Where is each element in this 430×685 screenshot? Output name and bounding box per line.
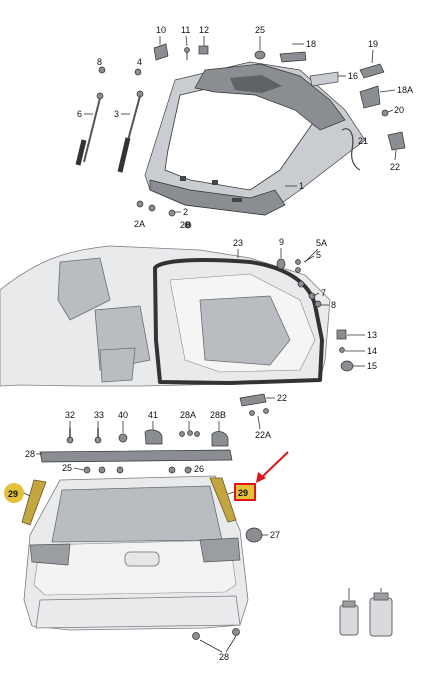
label-10: 10 <box>156 25 166 35</box>
label-5a: 5A <box>316 238 327 248</box>
labels-row: 32 33 40 41 28A 28B 28 25 26 <box>25 410 226 474</box>
callout-29-left-label: 29 <box>8 489 18 499</box>
label-22: 22 <box>277 393 287 403</box>
label-30: 32 <box>65 410 75 420</box>
label-7: 7 <box>321 288 326 298</box>
label-19: 19 <box>368 39 378 49</box>
fluid-containers <box>339 588 393 637</box>
label-15: 15 <box>367 361 377 371</box>
label-11: 11 <box>181 25 190 35</box>
body-opening <box>0 245 331 387</box>
label-14: 14 <box>367 346 377 356</box>
highlight-29-right-label: 29 <box>238 488 248 498</box>
label-17: 18 <box>306 39 316 49</box>
label-13: 13 <box>367 330 377 340</box>
label-5: 5 <box>316 250 321 260</box>
label-9: 9 <box>279 237 284 247</box>
gas-strut-left <box>75 92 104 166</box>
label-20: 21 <box>358 136 368 146</box>
label-21: 22 <box>390 162 400 172</box>
label-7-top: 8 <box>97 57 102 67</box>
labels-top: 10 11 12 25 18 19 16 18A 20 21 22 1 8 4 … <box>77 25 413 230</box>
label-2: 2 <box>183 207 188 217</box>
label-25-right: 26 <box>194 464 204 474</box>
label-2a: 2A <box>134 219 145 229</box>
label-24: 25 <box>255 25 265 35</box>
tailgate-assembly <box>144 61 366 216</box>
label-28a: 28A <box>180 410 196 420</box>
highlight-arrow <box>260 451 289 479</box>
fasteners-top <box>98 43 406 229</box>
labels-middle: 23 9 5A 5 7 8 13 14 15 22 22A <box>233 237 377 440</box>
label-28: 28 <box>25 449 35 459</box>
label-27: 28 <box>219 652 229 662</box>
label-31: 33 <box>94 410 104 420</box>
label-3: 3 <box>114 109 119 119</box>
gas-strut-right <box>117 90 144 173</box>
callout-29-left[interactable]: 29 <box>4 483 31 503</box>
labels-bottom: 27 28 <box>199 530 280 662</box>
label-16: 16 <box>348 71 358 81</box>
label-18: 18A <box>397 85 413 95</box>
label-32: 40 <box>118 410 128 420</box>
spoiler <box>39 449 233 463</box>
label-18a: 20 <box>394 105 404 115</box>
label-23: 23 <box>233 238 243 248</box>
label-1: 1 <box>299 181 304 191</box>
label-6: 6 <box>77 109 82 119</box>
label-8: 8 <box>331 300 336 310</box>
spoiler-parts-row <box>39 428 233 474</box>
tailgate-seal <box>153 258 324 385</box>
label-2b: 2B <box>180 220 191 230</box>
rear-vehicle-view <box>21 475 263 640</box>
label-25-left: 25 <box>62 463 72 473</box>
fasteners-middle <box>239 258 354 416</box>
label-4: 4 <box>137 57 142 67</box>
highlight-29-right[interactable]: 29 <box>227 451 289 501</box>
label-28b: 28B <box>210 410 226 420</box>
label-12: 12 <box>199 25 209 35</box>
label-22a: 22A <box>255 430 271 440</box>
label-33: 41 <box>148 410 158 420</box>
label-26: 27 <box>270 530 280 540</box>
